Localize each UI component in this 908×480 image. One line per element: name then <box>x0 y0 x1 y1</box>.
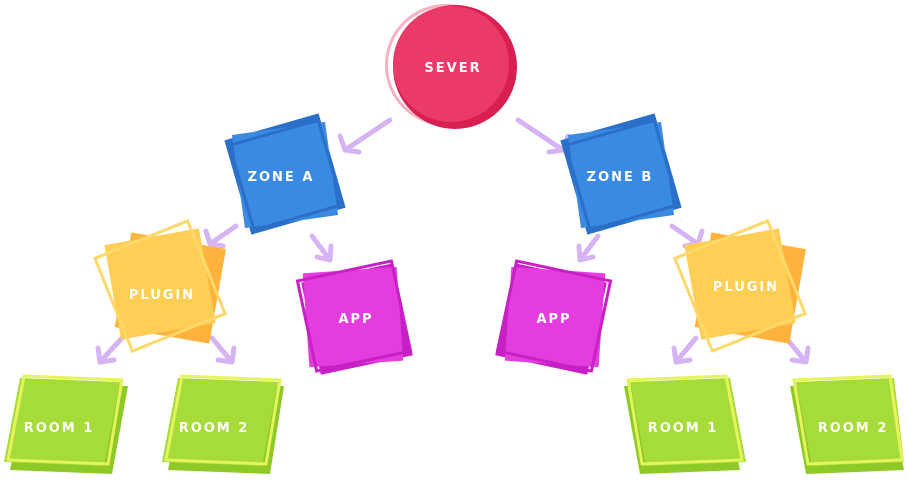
arrow-plugin-left-to-room-2 <box>209 335 237 365</box>
plugin-left-label: PLUGIN <box>129 288 195 303</box>
node-app-left: APP <box>295 259 413 375</box>
node-room-2-left: ROOM 2 <box>162 374 284 474</box>
node-room-2-right: ROOM 2 <box>790 374 904 474</box>
room-2-right-label: ROOM 2 <box>818 421 889 436</box>
arrow-server-to-zone-a <box>337 117 393 155</box>
node-plugin-left: PLUGIN <box>92 218 228 354</box>
zone-b-label: ZONE B <box>587 170 654 185</box>
room-1-left-label: ROOM 1 <box>24 421 95 436</box>
arrow-server-to-zone-b <box>515 117 571 155</box>
plugin-right-label: PLUGIN <box>713 280 779 295</box>
node-zone-b: ZONE B <box>560 113 682 235</box>
node-zone-a: ZONE A <box>224 113 346 235</box>
node-server: SEVER <box>385 4 517 129</box>
node-plugin-right: PLUGIN <box>672 218 808 354</box>
arrow-plugin-left-to-room-1 <box>95 335 125 365</box>
node-app-right: APP <box>495 259 613 375</box>
arrow-zone-a-to-app <box>309 233 334 263</box>
arrow-zone-a-to-plugin <box>203 223 239 249</box>
arrow-zone-b-to-app <box>576 233 601 263</box>
app-right-label: APP <box>536 312 571 327</box>
node-room-1-right: ROOM 1 <box>624 374 746 474</box>
zone-a-label: ZONE A <box>248 170 315 185</box>
room-1-right-label: ROOM 1 <box>648 421 719 436</box>
arrow-plugin-right-to-room-1 <box>671 335 699 365</box>
app-left-label: APP <box>338 312 373 327</box>
server-label: SEVER <box>424 61 481 76</box>
node-room-1-left: ROOM 1 <box>4 374 128 474</box>
room-2-left-label: ROOM 2 <box>179 421 250 436</box>
